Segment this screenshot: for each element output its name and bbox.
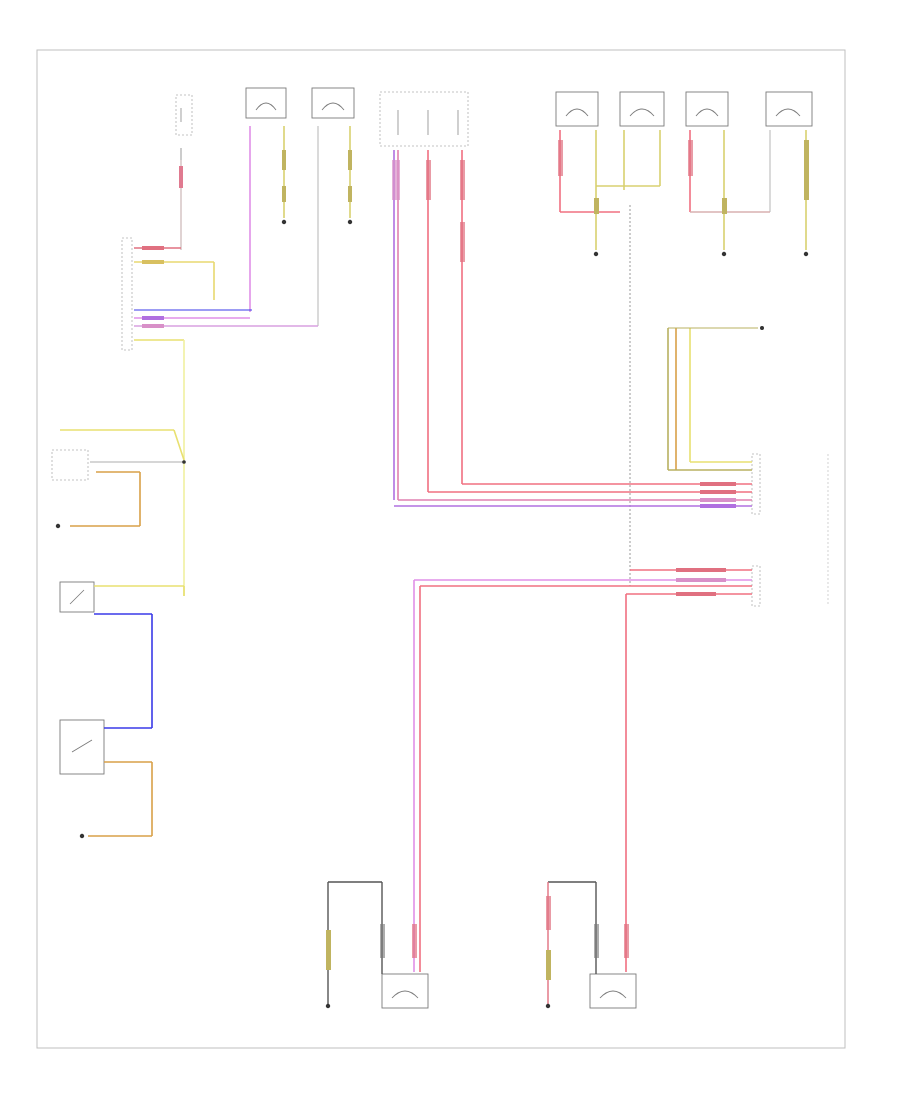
left-rear-lamp-wires — [325, 881, 385, 1009]
left-vanity-mirror-lamp — [555, 91, 599, 127]
module-left — [121, 237, 133, 351]
comfort-module-wires — [394, 326, 764, 972]
glove-box-lamp — [59, 581, 185, 728]
right-rear-lamp-wires — [545, 881, 599, 1009]
right-front-map-lamp — [245, 87, 287, 119]
top-row-wires — [179, 126, 809, 586]
right-mirror-lamp — [765, 91, 813, 127]
glove-box-lamp-switch — [59, 719, 153, 839]
module-left-wires — [134, 246, 318, 596]
comfort-module — [751, 453, 829, 607]
right-vanity-mirror-lamp — [619, 91, 665, 127]
left-mirror-lamp — [685, 91, 729, 127]
glove-box-switch — [51, 429, 186, 529]
diagram-frame — [36, 49, 846, 1049]
left-front-map-lamp — [311, 87, 355, 119]
left-rear-lamp — [381, 973, 429, 1009]
fuse-block-center — [379, 91, 469, 147]
right-rear-lamp — [589, 973, 637, 1009]
fuse-block-left — [175, 94, 193, 160]
